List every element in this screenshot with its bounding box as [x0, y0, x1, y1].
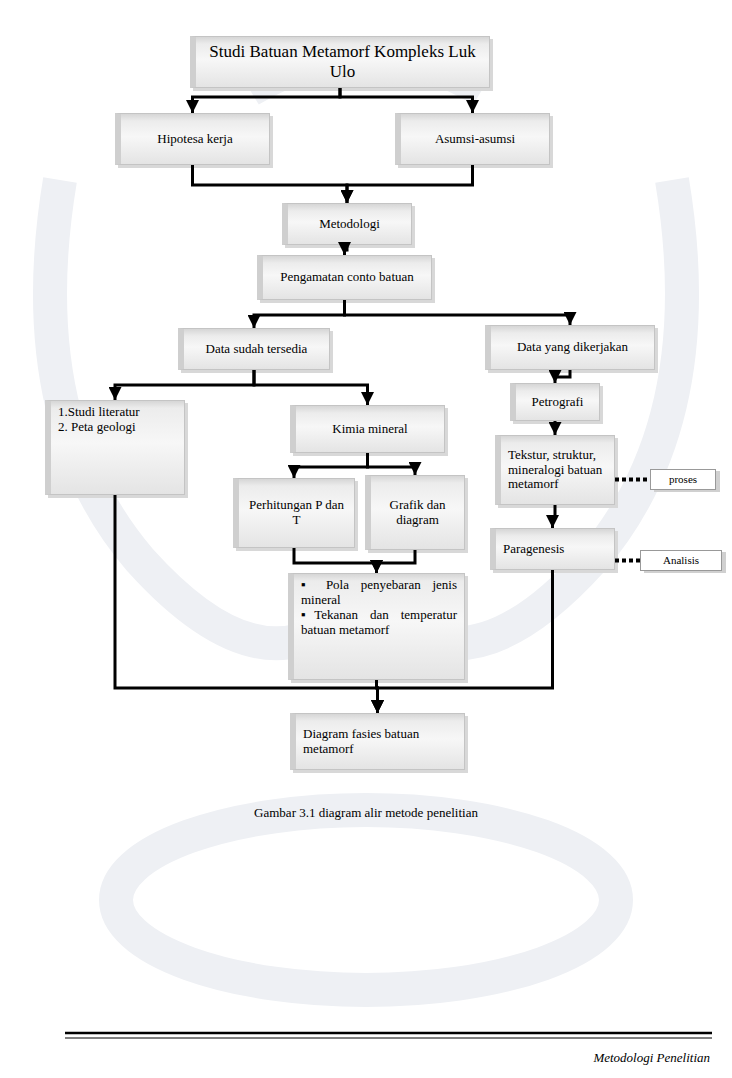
- process-box: Metodologi: [282, 203, 412, 245]
- process-box: Petrografi: [510, 383, 600, 421]
- node-text: Data yang dikerjakan: [498, 340, 647, 355]
- node-text: ▪Tekanan dan temperatur batuan metamorf: [301, 608, 457, 638]
- process-box: Data yang dikerjakan: [485, 325, 655, 370]
- node-text: proses: [655, 473, 711, 486]
- node-text: Kimia mineral: [303, 422, 437, 437]
- process-box: Asumsi-asumsi: [395, 113, 550, 165]
- flow-arrow: [555, 370, 570, 383]
- flow-arrow: [345, 245, 348, 255]
- node-text: Data sudah tersedia: [191, 342, 322, 357]
- flow-arrow: [254, 370, 368, 405]
- flow-arrow: [193, 165, 348, 203]
- process-box: Diagram fasies batuan metamorf: [290, 713, 465, 770]
- node-text: Tekstur, struktur, mineralogi batuan met…: [508, 448, 607, 493]
- note-box: proses: [650, 469, 716, 490]
- process-box: Grafik dan diagram: [365, 475, 465, 550]
- flow-arrow: [553, 505, 556, 528]
- node-text: Pengamatan conto batuan: [270, 270, 424, 285]
- flow-arrow: [345, 300, 571, 325]
- node-text: Perhitungan P dan T: [246, 498, 347, 528]
- node-text: Analisis: [645, 554, 717, 567]
- process-box: Data sudah tersedia: [178, 328, 330, 370]
- flow-arrow: [294, 548, 377, 573]
- footer-rule: [65, 1033, 712, 1038]
- node-text: Petrografi: [523, 395, 592, 410]
- flow-arrow: [254, 300, 345, 328]
- process-box: Studi Batuan Metamorf Kompleks Luk Ulo: [190, 36, 490, 88]
- node-text: Asumsi-asumsi: [408, 132, 542, 147]
- footer-text: Metodologi Penelitian: [480, 1050, 710, 1066]
- flow-arrow: [554, 421, 557, 435]
- flow-arrow: [368, 453, 416, 475]
- flow-arrow: [193, 88, 341, 113]
- dotted-link: [615, 478, 650, 482]
- node-text: 1.Studi literatur: [58, 405, 177, 420]
- process-box: Paragenesis: [490, 528, 615, 570]
- figure-caption: Gambar 3.1 diagram alir metode penelitia…: [0, 805, 732, 821]
- flow-arrow: [340, 88, 473, 113]
- process-box: Tekstur, struktur, mineralogi batuan met…: [495, 435, 615, 505]
- node-text: Metodologi: [295, 217, 404, 232]
- node-text: 2. Peta geologi: [58, 420, 177, 435]
- node-text: Hipotesa kerja: [128, 132, 262, 147]
- flow-arrow: [115, 495, 378, 713]
- flow-arrow: [294, 453, 368, 478]
- process-box: 1.Studi literatur2. Peta geologi: [45, 400, 185, 495]
- process-box: ▪ Pola penyebaran jenis mineral▪Tekanan …: [288, 573, 465, 680]
- process-box: Pengamatan conto batuan: [257, 255, 432, 300]
- process-box: Perhitungan P dan T: [233, 478, 355, 548]
- node-text: Diagram fasies batuan metamorf: [303, 727, 457, 757]
- flow-arrow: [378, 570, 553, 713]
- node-text: Grafik dan diagram: [378, 498, 457, 528]
- note-box: Analisis: [640, 550, 722, 571]
- process-box: Kimia mineral: [290, 405, 445, 453]
- flow-arrow: [377, 550, 416, 573]
- node-text: ▪ Pola penyebaran jenis mineral: [301, 578, 457, 608]
- flow-arrow: [115, 370, 254, 400]
- process-box: Hipotesa kerja: [115, 113, 270, 165]
- dotted-link: [615, 559, 640, 563]
- node-text: Paragenesis: [503, 542, 607, 557]
- watermark-logo: [50, 55, 682, 990]
- flow-arrow: [347, 165, 473, 203]
- node-text: Studi Batuan Metamorf Kompleks Luk Ulo: [203, 42, 482, 81]
- flow-arrow: [377, 680, 378, 713]
